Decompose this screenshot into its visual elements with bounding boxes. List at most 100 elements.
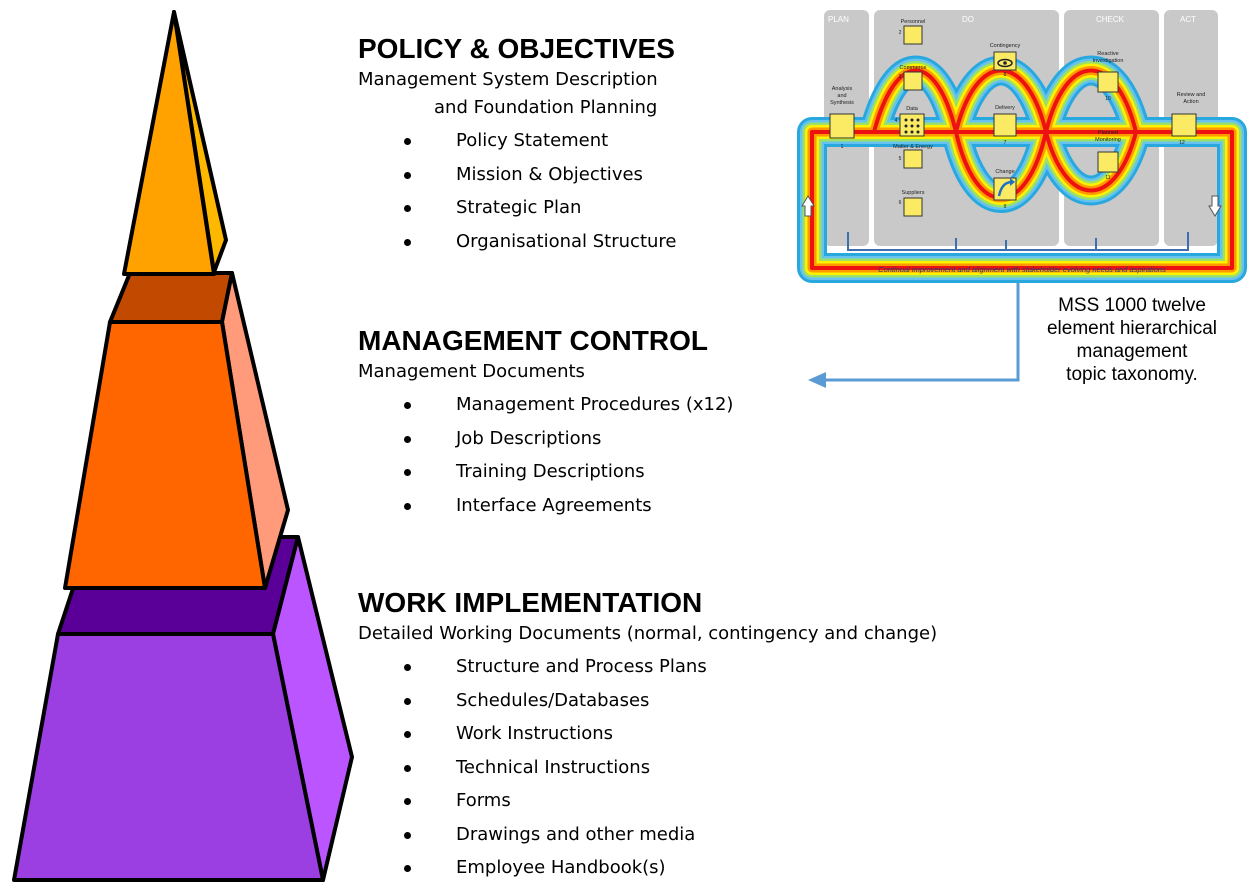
list-item-text: Structure and Process Plans [456,656,707,677]
commerce-number: 3 [899,74,902,80]
policy-heading: POLICY & OBJECTIVES [358,33,675,64]
control-bullet-list: Management Procedures (x12) Job Descript… [358,388,818,522]
list-item: Mission & Objectives [358,158,778,192]
bullet-icon [404,205,411,212]
planned-label-1: Planned [1098,130,1118,136]
list-item: Employee Handbook(s) [358,851,1078,885]
policy-subtitle-line1: Management System Description [358,69,658,90]
contingency-number: 8 [1004,72,1007,78]
bullet-icon [404,831,411,839]
phase-act-label: ACT [1180,15,1196,24]
matter-energy-tile [903,149,923,169]
reactive-investigation-tile [1097,71,1119,93]
list-item-text: Interface Agreements [456,494,652,516]
planned-monitoring-tile [1097,151,1119,173]
list-item: Interface Agreements [358,489,818,523]
data-number: 4 [895,118,898,124]
list-item-text: Schedules/Databases [456,689,650,711]
phase-plan-label: PLAN [828,15,849,24]
bullet-icon [404,469,411,476]
pdca-loop-diagram: PLAN DO CHECK ACT [797,10,1247,283]
list-item: Work Instructions [358,717,1078,751]
policy-bullet-list: Policy Statement Mission & Objectives St… [358,124,778,258]
analysis-label-3: Synthesis [830,100,854,106]
bottom-tier-front [12,632,325,882]
bullet-icon [404,238,411,246]
reactive-number: 10 [1105,96,1111,102]
commerce-label: Commerce [900,65,927,71]
matter-energy-label: Matter & Energy [893,144,933,150]
list-item-text: Training Descriptions [456,461,645,482]
review-action-tile [1171,113,1197,137]
control-heading: MANAGEMENT CONTROL [358,325,708,356]
contingency-label: Contingency [990,43,1021,49]
list-item-text: Management Procedures (x12) [456,394,734,415]
middle-tier-top [108,271,234,324]
list-item: Strategic Plan [358,191,778,225]
caption-line: management [1076,341,1188,362]
list-item: Management Procedures (x12) [358,388,818,422]
bullet-icon [404,171,411,179]
data-label: Data [906,106,919,112]
arrow-up-icon [801,195,815,217]
list-item-text: Drawings and other media [456,823,696,845]
bullet-icon [404,798,411,805]
list-item-text: Employee Handbook(s) [456,857,666,878]
top-tier-front [122,10,216,276]
list-item-text: Mission & Objectives [456,163,643,185]
phase-do-label: DO [962,15,974,24]
control-subtitle: Management Documents [358,361,585,382]
planned-number: 11 [1105,175,1110,181]
change-label: Change [995,169,1014,175]
eye-icon [997,58,1013,68]
change-number: 9 [1004,204,1007,210]
bullet-icon [404,435,411,443]
list-item: Job Descriptions [358,422,818,456]
list-item-text: Job Descriptions [456,427,602,449]
bullet-icon [404,402,411,409]
review-label-2: Action [1183,99,1198,105]
work-heading: WORK IMPLEMENTATION [358,587,703,618]
work-implementation-section: WORK IMPLEMENTATION Detailed Working Doc… [358,586,1078,885]
reactive-label-2: Investigation [1093,58,1124,64]
list-item-text: Technical Instructions [456,756,651,778]
personnel-number: 2 [899,30,902,36]
review-label-1: Review and [1177,92,1206,98]
caption-line: MSS 1000 twelve [1058,295,1206,316]
bullet-icon [404,865,411,872]
matter-energy-number: 5 [899,156,902,162]
list-item: Organisational Structure [358,225,778,259]
caption-line: element hierarchical [1046,318,1218,339]
policy-objectives-section: POLICY & OBJECTIVES Management System De… [358,32,778,258]
middle-tier-front [63,320,267,590]
list-item: Forms [358,784,1078,818]
delivery-label: Delivery [995,105,1015,111]
suppliers-tile [903,197,923,217]
policy-subtitle-line2: and Foundation Planning [434,97,658,118]
reactive-label-1: Reactive [1097,51,1118,57]
work-subtitle: Detailed Working Documents (normal, cont… [358,623,938,644]
caption-line: topic taxonomy. [1066,364,1198,385]
list-item-text: Work Instructions [456,723,614,744]
phase-check-label: CHECK [1096,15,1125,24]
commerce-tile [903,71,923,91]
suppliers-number: 6 [899,200,902,206]
arrow-down-icon [1208,195,1222,217]
analysis-label-2: and [837,93,846,99]
planned-label-2: Monitoring [1095,137,1121,143]
list-item: Technical Instructions [358,751,1078,785]
list-item: Schedules/Databases [358,684,1078,718]
personnel-label: Personnel [901,19,926,25]
analysis-label-1: Analysis [832,86,853,92]
list-item-text: Forms [456,790,511,811]
suppliers-label: Suppliers [902,190,925,196]
contingency-tile [993,51,1017,71]
list-item-text: Strategic Plan [456,197,582,218]
list-item: Policy Statement [358,124,778,158]
bullet-icon [404,697,411,705]
bullet-icon [404,502,411,510]
review-number: 12 [1179,140,1185,146]
list-item: Structure and Process Plans [358,650,1078,684]
pyramid-diagram [12,10,354,882]
diagram-caption: MSS 1000 twelve element hierarchical man… [1012,294,1252,386]
